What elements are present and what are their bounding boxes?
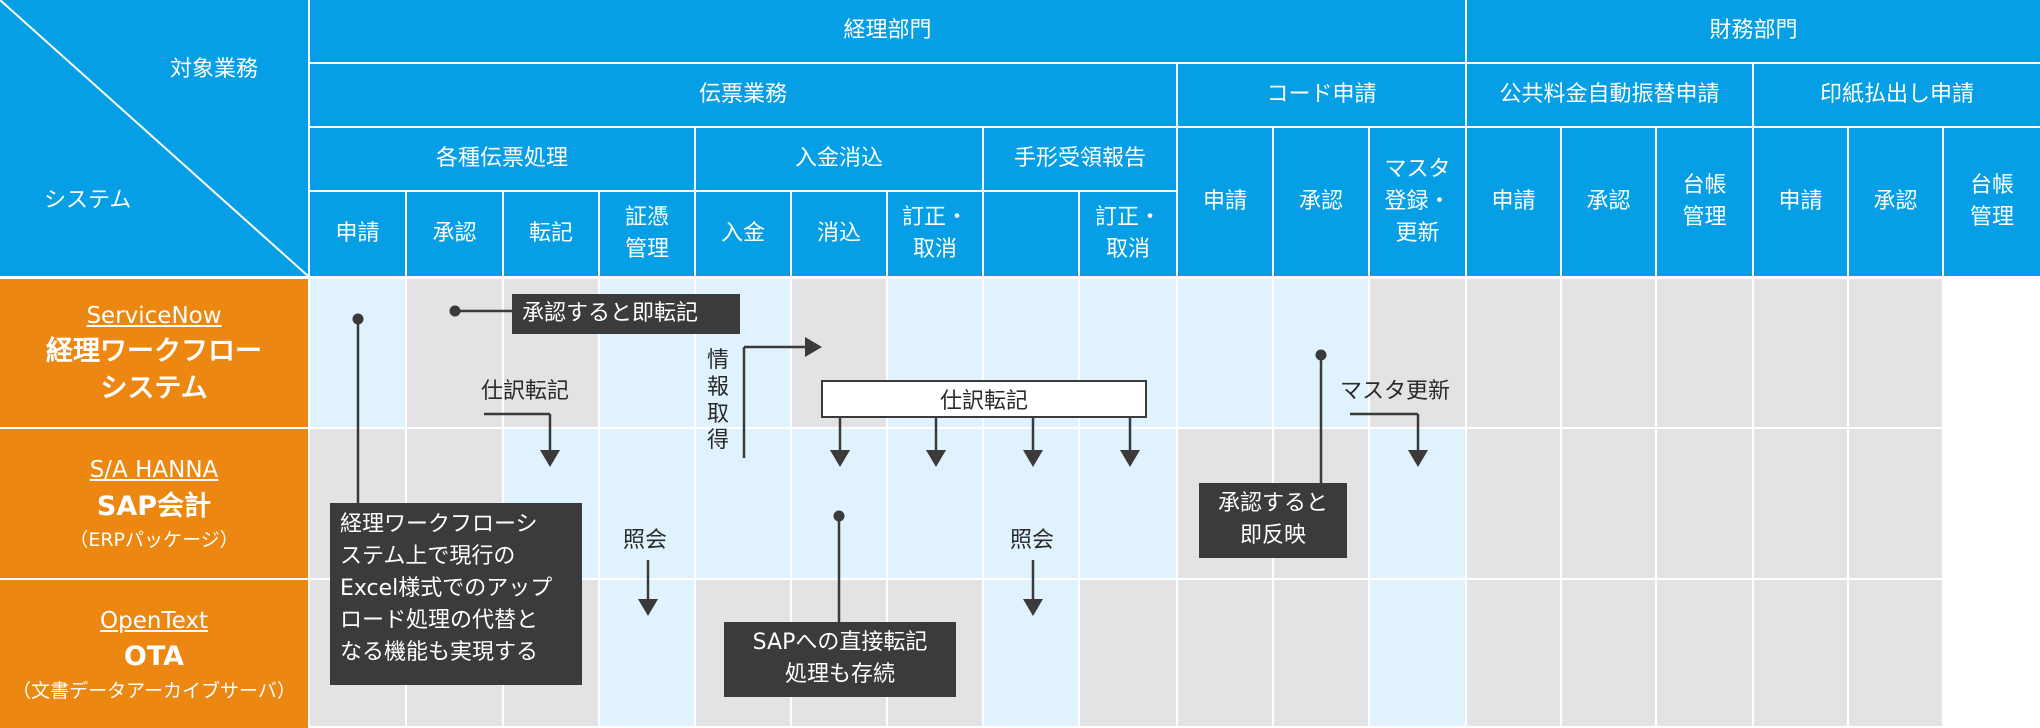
col-evidence: 証憑 管理 (600, 192, 694, 276)
grid-cell (1274, 580, 1368, 726)
label-info-get: 情報取得 (707, 348, 730, 454)
grid-cell (1080, 580, 1176, 726)
col-apply-code: 申請 (1178, 128, 1272, 276)
subgroup-bill-report: 手形受領報告 (984, 128, 1176, 190)
col-correct-2: 訂正・ 取消 (1080, 192, 1176, 276)
system-name: SAP会計 (96, 490, 212, 522)
dept-finance: 財務部門 (1467, 0, 2040, 62)
col-apply: 申請 (310, 192, 405, 276)
col-receipt: 入金 (696, 192, 790, 276)
col-post: 転記 (504, 192, 598, 276)
col-apply-stamp: 申請 (1754, 128, 1847, 276)
system-tag[interactable]: OpenText (100, 607, 208, 634)
system-servicenow: ServiceNow 経理ワークフロー システム (0, 279, 308, 427)
arrow-down-icon (1023, 450, 1043, 467)
col-bill-blank (984, 192, 1078, 276)
note-excel-upload: 経理ワークフローシ ステム上で現行の Excel様式でのアップ ロード処理の代替… (330, 503, 582, 685)
grid-cell (1562, 429, 1655, 578)
arrow-down-icon (638, 599, 658, 616)
arrow-down-icon (926, 450, 946, 467)
grid-cell (1467, 279, 1560, 427)
grid-cell (1849, 279, 1942, 427)
grid-cell (600, 429, 694, 578)
label-inquiry-bill: 照会 (1010, 528, 1055, 553)
label-inquiry-evidence: 照会 (623, 528, 668, 553)
system-tag[interactable]: ServiceNow (86, 302, 222, 329)
grid-cell (1178, 279, 1272, 427)
col-approve-code: 承認 (1274, 128, 1368, 276)
col-approve-utility: 承認 (1562, 128, 1655, 276)
box-journal-posting: 仕訳転記 (821, 380, 1147, 418)
note-approve-reflect: 承認すると 即反映 (1199, 483, 1347, 558)
col-apply-utility: 申請 (1467, 128, 1560, 276)
note-approve-post: 承認すると即転記 (512, 294, 740, 334)
corner-diagonal (0, 0, 308, 276)
grid-cell (1754, 279, 1847, 427)
note-sap-direct: SAPへの直接転記 処理も存続 (724, 622, 956, 697)
system-tag[interactable]: S/A HANNA (89, 457, 219, 484)
arrow-down-icon (1408, 450, 1428, 467)
arrow-down-icon (540, 450, 560, 467)
arrow-down-icon (830, 450, 850, 467)
grid-cell (1370, 279, 1465, 427)
grid-cell (1754, 580, 1847, 726)
system-label: システム (44, 188, 132, 213)
system-opentext: OpenText OTA （文書データアーカイブサーバ） (0, 580, 308, 728)
col-ledger-stamp: 台帳 管理 (1944, 128, 2040, 276)
system-name: OTA (123, 641, 185, 673)
dept-accounting: 経理部門 (310, 0, 1465, 62)
col-approve-stamp: 承認 (1849, 128, 1942, 276)
group-code-request: コード申請 (1178, 64, 1465, 126)
grid-cell (1562, 279, 1655, 427)
grid-cell (1467, 580, 1560, 726)
grid-cell (407, 279, 502, 427)
label-journal-posting: 仕訳転記 (481, 379, 570, 404)
system-subtitle: （文書データアーカイブサーバ） (12, 679, 296, 702)
col-clear: 消込 (792, 192, 886, 276)
system-name: 経理ワークフロー システム (46, 336, 262, 405)
col-approve: 承認 (407, 192, 502, 276)
target-business-label: 対象業務 (170, 57, 259, 82)
grid-cell (1657, 580, 1752, 726)
label-master-update: マスタ更新 (1340, 379, 1451, 404)
subgroup-vouchers: 各種伝票処理 (310, 128, 694, 190)
group-voucher: 伝票業務 (310, 64, 1176, 126)
system-sap: S/A HANNA SAP会計 （ERPパッケージ） (0, 429, 308, 578)
col-master-update: マスタ 登録・ 更新 (1370, 128, 1465, 276)
grid-cell (1849, 429, 1942, 578)
grid-cell (1657, 429, 1752, 578)
grid-cell (1467, 429, 1560, 578)
grid-cell (1178, 580, 1272, 726)
group-stamp-payout: 印紙払出し申請 (1754, 64, 2040, 126)
col-ledger-utility: 台帳 管理 (1657, 128, 1752, 276)
group-utility-transfer: 公共料金自動振替申請 (1467, 64, 1752, 126)
grid-cell (1562, 580, 1655, 726)
subgroup-receipt-clearing: 入金消込 (696, 128, 982, 190)
grid-cell (1754, 429, 1847, 578)
grid-cell (1370, 580, 1465, 726)
system-subtitle: （ERPパッケージ） (69, 529, 239, 552)
arrow-down-icon (1023, 599, 1043, 616)
grid-cell (1849, 580, 1942, 726)
grid-cell (1657, 279, 1752, 427)
col-correct-1: 訂正・ 取消 (888, 192, 982, 276)
arrow-right-icon (805, 337, 822, 357)
arrow-down-icon (1120, 450, 1140, 467)
